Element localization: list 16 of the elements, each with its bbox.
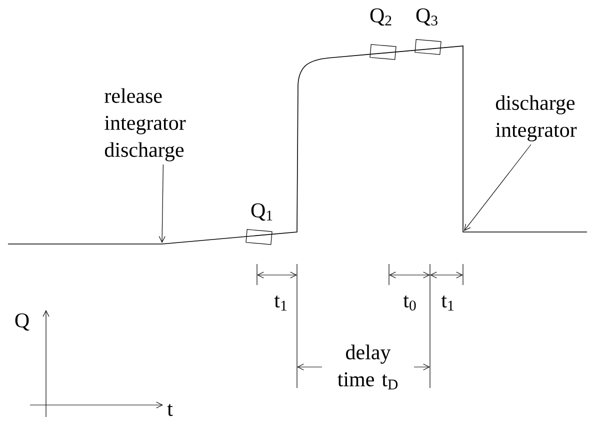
node-label: Q$_{2}$ <box>370 8 392 26</box>
dimension-label: t$_{0}$ <box>402 294 418 312</box>
dimension-label: delay time t$_{D}$ <box>322 344 414 390</box>
node-label: Q$_{1}$ <box>251 203 272 221</box>
leader-line <box>158 164 166 243</box>
axis-label: t <box>166 402 174 417</box>
axis-label: Q <box>13 312 31 332</box>
node-label: Q$_{3}$ <box>416 8 438 26</box>
dimension-label: t$_{1}$ <box>273 294 289 312</box>
sample-box: Q$_{2}$ <box>370 8 396 60</box>
sample-box: Q$_{1}$ <box>246 203 272 245</box>
sample-box: Q$_{3}$ <box>414 8 442 55</box>
annotation-text: release integrator discharge <box>104 88 186 162</box>
annotation-text: discharge integrator <box>496 95 577 142</box>
leader-line <box>464 144 532 231</box>
dimension-label: t$_{1}$ <box>440 294 456 312</box>
